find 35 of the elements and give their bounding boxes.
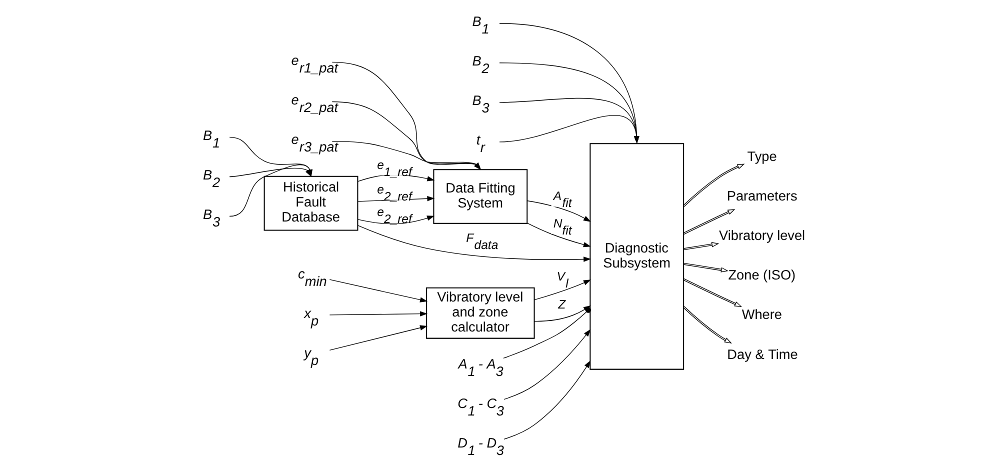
arrow xyxy=(683,242,720,250)
node-box: Diagnostic Subsystem xyxy=(590,143,684,370)
arrow xyxy=(357,225,592,262)
arrow xyxy=(332,140,482,170)
node-text: Vibratory level xyxy=(719,228,806,244)
arrow xyxy=(329,311,428,316)
arrow xyxy=(329,325,428,351)
arrow xyxy=(499,23,640,144)
arrow xyxy=(499,115,640,144)
arrow xyxy=(682,306,732,344)
arrow xyxy=(682,278,742,307)
arrow xyxy=(499,62,640,144)
arrow xyxy=(332,101,482,170)
node-box: Data Fitting System xyxy=(433,169,528,224)
node-text: Type xyxy=(747,149,777,164)
arrow xyxy=(526,200,592,222)
arrow xyxy=(329,279,428,302)
arrow xyxy=(358,216,435,224)
arrow xyxy=(683,262,729,272)
arrow xyxy=(534,280,592,300)
arrow xyxy=(682,209,736,235)
arrow xyxy=(504,360,591,440)
node-box: Historical Fault Database xyxy=(264,176,358,231)
edge-label: Z xyxy=(558,298,566,312)
arrow xyxy=(504,329,591,400)
node-text: Parameters xyxy=(726,188,798,204)
arrow xyxy=(332,62,482,170)
node-box: Vibratory level and zone calculator xyxy=(426,287,535,339)
node-text: Zone (ISO) xyxy=(728,268,796,283)
arrow xyxy=(499,98,640,144)
connector xyxy=(503,307,592,359)
node-text: Where xyxy=(742,307,782,322)
arrow xyxy=(682,164,745,207)
node-text: Day & Time xyxy=(727,346,798,362)
arrow xyxy=(526,222,591,248)
